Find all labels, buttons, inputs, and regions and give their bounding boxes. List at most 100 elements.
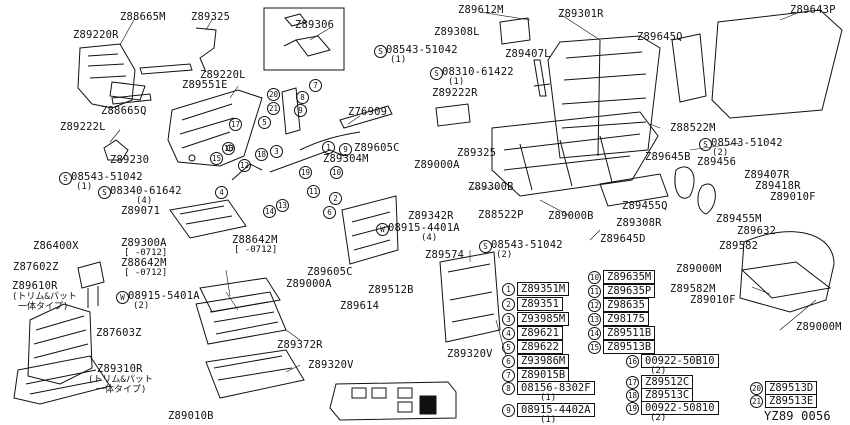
s-symbol-08543d: S: [479, 240, 492, 253]
label-z89455m: Z89455M: [716, 213, 762, 225]
label-z89300a: Z89300A: [121, 237, 167, 249]
label-z89614: Z89614: [340, 300, 380, 312]
legend-qty: (2): [650, 366, 667, 376]
callout-2: 2: [329, 192, 342, 205]
pad-645q: [671, 33, 707, 103]
label-z89300b: Z89300B: [468, 181, 514, 193]
small-bracket-230: [103, 139, 129, 161]
label-w08915-5401: 08915-5401A: [128, 290, 200, 302]
callout-21: 21: [267, 102, 280, 115]
seat-frame-base: [491, 111, 659, 197]
label-z89222l: Z89222L: [60, 121, 106, 133]
inset-box: [263, 7, 345, 71]
label-z88522p: Z88522P: [478, 209, 524, 221]
label-z88642m-a-range: [ -0712]: [234, 245, 278, 255]
label-s08310-qty: (1): [448, 77, 465, 87]
cover-455q: [599, 173, 669, 207]
label-z89418r: Z89418R: [755, 180, 801, 192]
label-z89308r: Z89308R: [616, 217, 662, 229]
label-z89310r-note1: (トリム&パット: [88, 375, 153, 385]
label-z88665m: Z88665M: [120, 11, 166, 23]
label-z89220r: Z89220R: [73, 29, 119, 41]
label-s08543b-qty: (1): [390, 55, 407, 65]
strip-76909: [339, 105, 393, 129]
label-z89222r: Z89222R: [432, 87, 478, 99]
label-z89605c-b: Z89605C: [307, 266, 353, 278]
label-z89645d: Z89645D: [600, 233, 646, 245]
label-z89071: Z89071: [121, 205, 161, 217]
floor-tray: [205, 349, 305, 399]
label-z89000m-a: Z89000M: [676, 263, 722, 275]
legend-qty: (1): [540, 393, 557, 403]
callout-18: 18: [255, 148, 268, 161]
label-z89308l: Z89308L: [434, 26, 480, 38]
label-z89551e: Z89551E: [182, 79, 228, 91]
s-symbol-08543c: S: [699, 138, 712, 151]
w-symbol-08915-4401: W: [376, 223, 389, 236]
label-s08543c-qty: (2): [712, 148, 729, 158]
callout-12: 12: [238, 159, 251, 172]
label-z89645b: Z89645B: [645, 151, 691, 163]
label-z89230: Z89230: [110, 154, 150, 166]
label-z88642m-b-range: [ -0712]: [124, 268, 168, 278]
label-s08340-qty: (4): [136, 196, 153, 206]
label-z89310r: Z89310R: [97, 363, 143, 375]
label-z89605c-top: Z89605C: [354, 142, 400, 154]
label-z89000a-b: Z89000A: [286, 278, 332, 290]
callout-1: 1: [322, 141, 335, 154]
label-z89456: Z89456: [697, 156, 737, 168]
label-s08543c: 08543-51042: [711, 137, 783, 149]
callout-19: 19: [299, 166, 312, 179]
label-s08543b: 08543-51042: [386, 44, 458, 56]
vehicle-diagram: [329, 381, 457, 421]
spring-rail: [281, 87, 301, 135]
callout-13: 13: [276, 199, 289, 212]
callout-5: 5: [258, 116, 271, 129]
wire-frame: [740, 261, 832, 299]
s-symbol-08340: S: [98, 186, 111, 199]
label-z89610r-note2: 一体タイプ): [18, 302, 69, 312]
callout-9b: 9: [339, 143, 352, 156]
label-z89000b: Z89000B: [548, 210, 594, 222]
label-s08543a: 08543-51042: [71, 171, 143, 183]
callout-10: 10: [330, 166, 343, 179]
callout-16: 16: [222, 142, 235, 155]
label-z76909: Z76909: [348, 106, 388, 118]
label-z89320v-l: Z89320V: [308, 359, 354, 371]
label-z89455q: Z89455Q: [622, 200, 668, 212]
legend-qty: (2): [650, 413, 667, 423]
label-s08310: 08310-61422: [442, 66, 514, 78]
label-z89304m: Z89304M: [323, 153, 369, 165]
label-z89300a-range: [ -0712]: [124, 248, 168, 258]
callout-15: 15: [210, 152, 223, 165]
callout-3: 3: [270, 145, 283, 158]
seat-cushion-board: [167, 89, 263, 167]
label-z89306: Z89306: [295, 19, 335, 31]
callout-4: 4: [215, 186, 228, 199]
label-z89320v-r: Z89320V: [447, 348, 493, 360]
label-z89220l: Z89220L: [200, 69, 246, 81]
label-z89645q: Z89645Q: [637, 31, 683, 43]
label-z87603z: Z87603Z: [96, 327, 142, 339]
label-s08543a-qty: (1): [76, 182, 93, 192]
seat-back-panel-left: [77, 43, 146, 109]
label-s08543d-qty: (2): [496, 250, 513, 260]
label-z89612m: Z89612M: [458, 4, 504, 16]
callout-8: 8: [296, 91, 309, 104]
label-z89582a: Z89582: [719, 240, 759, 252]
label-z88642m-b: Z88642M: [121, 257, 167, 269]
seat-back-frame: [547, 35, 661, 159]
label-z89342r: Z89342R: [408, 210, 454, 222]
